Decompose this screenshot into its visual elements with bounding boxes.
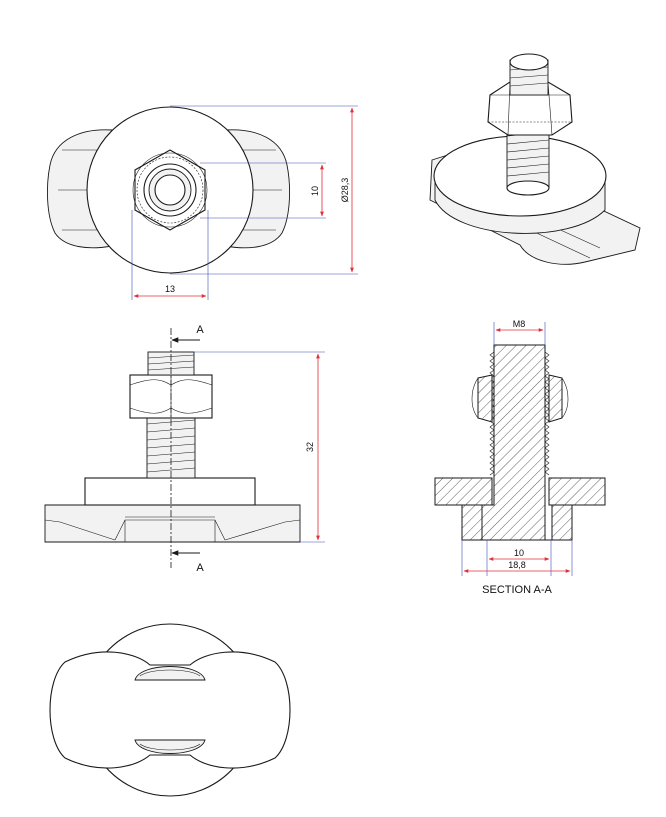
section-title: SECTION A-A — [482, 584, 552, 596]
dim-side-height: 32 — [305, 442, 315, 452]
dim-section-thread: M8 — [513, 319, 526, 329]
top-view: Ø28,3 10 13 — [47, 105, 358, 300]
side-view: A A 32 — [44, 324, 325, 574]
dim-top-hole: 10 — [310, 186, 320, 196]
dim-top-diameter: Ø28,3 — [340, 178, 350, 203]
section-washer-right — [548, 477, 606, 506]
bottom-slot-bottom — [134, 739, 206, 754]
iso-bolt-end — [509, 53, 549, 71]
section-slider-right — [551, 504, 573, 541]
bottom-slider — [49, 651, 291, 769]
dim-section-inner: 10 — [514, 548, 524, 558]
bottom-view — [49, 623, 291, 797]
section-slider-left — [461, 504, 483, 541]
section-nut-left — [477, 374, 493, 423]
dim-top-width: 13 — [165, 284, 175, 294]
bottom-slot-top — [134, 666, 206, 681]
section-marker-bottom: A — [196, 562, 204, 574]
section-nut-right — [548, 374, 563, 423]
section-view: M8 10 18,8 SECTION A-A — [434, 319, 606, 596]
isometric-view — [429, 53, 641, 265]
dim-section-outer: 18,8 — [508, 560, 526, 570]
section-marker-top: A — [196, 324, 204, 336]
side-base-slider — [44, 504, 301, 543]
section-washer-left — [434, 477, 493, 506]
side-washer — [84, 477, 256, 506]
top-bolt-end — [154, 174, 186, 206]
